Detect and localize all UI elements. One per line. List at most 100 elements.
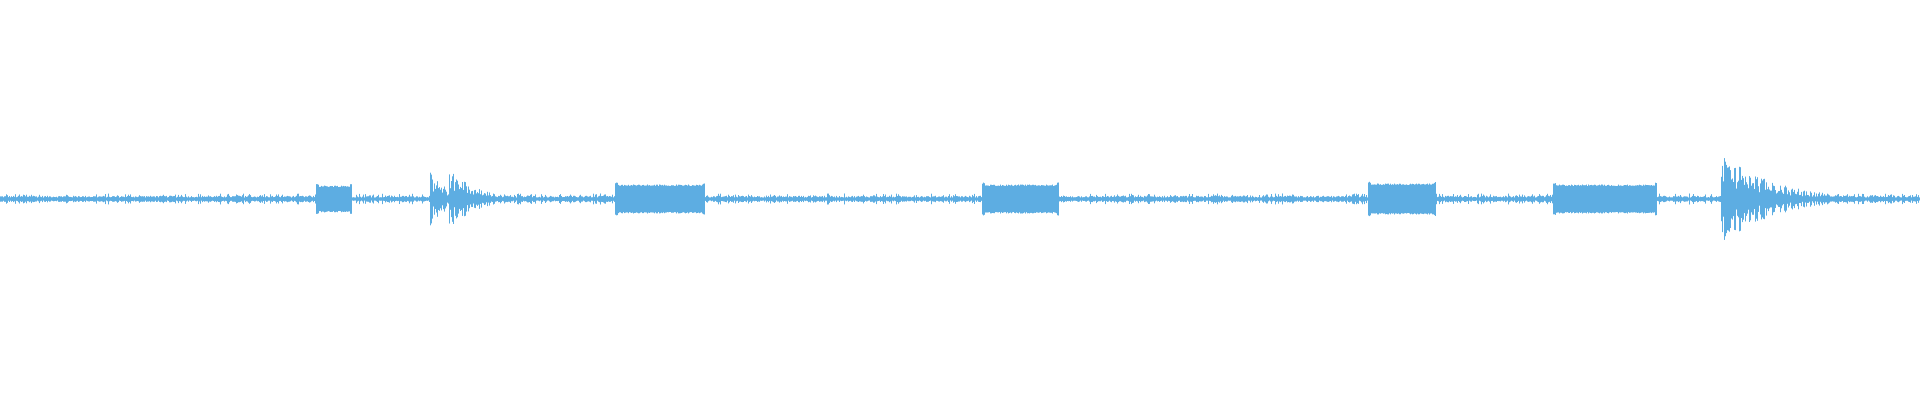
waveform-sample [876, 193, 877, 205]
waveform-sample [689, 185, 690, 213]
waveform-sample [939, 196, 940, 202]
waveform-sample [752, 196, 753, 202]
waveform-sample [1499, 196, 1500, 202]
waveform-sample [1565, 185, 1566, 213]
waveform-sample [1422, 184, 1423, 214]
waveform-sample [1680, 195, 1681, 204]
waveform-sample [1261, 197, 1262, 201]
waveform-sample [1007, 185, 1008, 213]
waveform-sample [76, 196, 77, 202]
waveform-sample [319, 186, 320, 212]
waveform-sample [1052, 184, 1053, 214]
waveform-sample [399, 194, 400, 204]
waveform-sample [1240, 195, 1241, 202]
waveform-sample [1540, 195, 1541, 203]
waveform-sample [208, 195, 209, 203]
waveform-sample [1791, 189, 1792, 209]
waveform-sample [1651, 185, 1652, 214]
waveform-sample [891, 194, 892, 204]
waveform-sample [1631, 185, 1632, 213]
waveform-sample [1377, 183, 1378, 215]
waveform-sample [702, 184, 703, 214]
waveform-sample [1170, 195, 1171, 203]
waveform-sample [1354, 193, 1355, 205]
waveform-sample [214, 196, 215, 202]
waveform-sample [1658, 196, 1659, 202]
waveform-sample [835, 197, 836, 201]
waveform-sample [1088, 197, 1089, 201]
waveform-sample [1743, 178, 1744, 220]
waveform-sample [31, 194, 32, 204]
waveform-sample [1483, 194, 1484, 204]
waveform-sample [226, 196, 227, 202]
waveform-sample [238, 195, 239, 203]
waveform-sample [1842, 197, 1843, 201]
waveform-sample [1413, 184, 1414, 215]
waveform-sample [1896, 197, 1897, 201]
waveform-sample [195, 197, 196, 202]
waveform-sample [1521, 196, 1522, 202]
waveform-sample [1853, 195, 1854, 203]
waveform-sample [1171, 196, 1172, 202]
waveform-sample [1522, 194, 1523, 204]
waveform-sample [205, 196, 206, 202]
waveform-sample [379, 197, 380, 201]
waveform-sample [1033, 184, 1034, 214]
waveform-sample [1220, 196, 1221, 202]
waveform-sample [1438, 196, 1439, 202]
waveform-sample [1436, 193, 1437, 205]
waveform-sample [1084, 197, 1085, 201]
waveform-sample [711, 196, 712, 202]
waveform-sample [1160, 196, 1161, 202]
waveform-sample [1812, 196, 1813, 202]
waveform-sample [627, 185, 628, 213]
waveform-sample [1360, 196, 1361, 202]
waveform-sample [1340, 197, 1341, 201]
waveform-sample [1476, 197, 1477, 201]
waveform-sample [736, 196, 737, 202]
waveform-sample [1342, 196, 1343, 202]
waveform-sample [1667, 197, 1668, 201]
waveform-sample [861, 196, 862, 202]
waveform-sample [192, 197, 193, 201]
waveform-sample [46, 197, 47, 201]
waveform-sample [1636, 185, 1637, 213]
waveform-sample [1767, 189, 1768, 209]
waveform-sample [1826, 195, 1827, 203]
waveform-sample [1158, 197, 1159, 201]
waveform-sample [639, 184, 640, 214]
waveform-sample [1850, 196, 1851, 202]
waveform-sample [1787, 194, 1788, 204]
waveform-sample [1345, 195, 1346, 203]
waveform-sample [701, 185, 702, 213]
waveform-sample [1553, 183, 1554, 215]
waveform-sample [1256, 197, 1257, 201]
waveform-sample [984, 183, 985, 215]
waveform-sample [1890, 194, 1891, 204]
waveform-sample [1872, 195, 1873, 203]
waveform-sample [1629, 185, 1630, 213]
waveform-sample [1, 196, 2, 202]
waveform-sample [1770, 190, 1771, 208]
waveform-sample [1694, 196, 1695, 202]
waveform-sample [871, 196, 872, 202]
waveform-sample [1576, 185, 1577, 213]
waveform-sample [184, 197, 185, 201]
waveform-sample [675, 185, 676, 213]
waveform-sample [231, 197, 232, 201]
waveform-sample [1080, 197, 1081, 201]
waveform-sample [1756, 179, 1757, 219]
waveform-sample [193, 197, 194, 201]
waveform-sample [1371, 184, 1372, 214]
waveform-sample [1537, 196, 1538, 202]
waveform-sample [66, 194, 67, 204]
waveform-sample [1794, 189, 1795, 209]
waveform-sample [1719, 196, 1720, 202]
waveform-sample [1707, 197, 1708, 201]
waveform-sample [1755, 176, 1756, 222]
waveform-sample [1268, 196, 1269, 202]
waveform-sample [204, 196, 205, 202]
waveform-sample [1673, 196, 1674, 202]
waveform-sample [1051, 185, 1052, 213]
